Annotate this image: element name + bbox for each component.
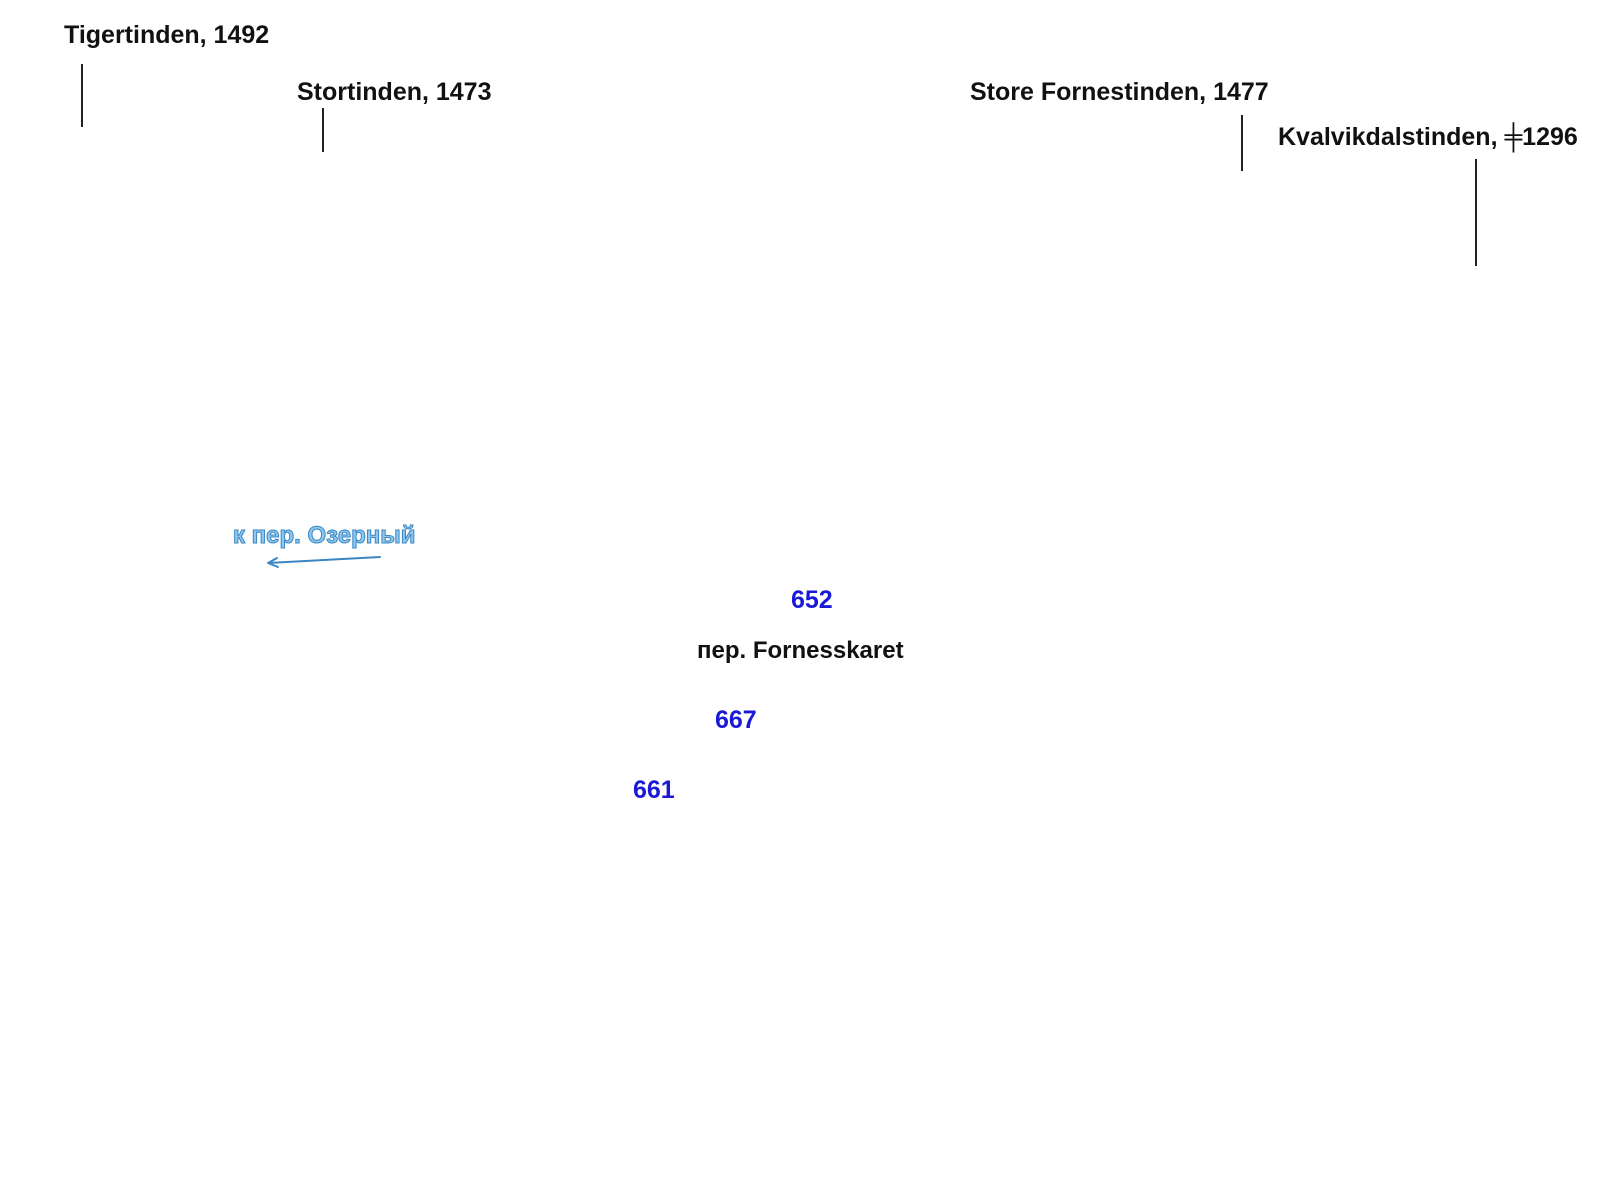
direction-label: к пер. Озерный xyxy=(233,522,417,549)
arrow-left-icon xyxy=(267,556,381,568)
elevation-label-661: 661 xyxy=(633,776,675,804)
pass-label-fornesskaret: пер. Fornesskaret xyxy=(697,637,904,664)
peak-label-tigertinden: Tigertinden, 1492 xyxy=(64,21,270,49)
elevation-label-652: 652 xyxy=(791,586,833,614)
peak-label-kvalvikdalstinden: Kvalvikdalstinden, ╪1296 xyxy=(1278,123,1578,151)
elevation-label-667: 667 xyxy=(715,706,757,734)
peak-label-stortinden: Stortinden, 1473 xyxy=(297,78,492,106)
peak-label-store-fornestinden: Store Fornestinden, 1477 xyxy=(970,78,1269,106)
